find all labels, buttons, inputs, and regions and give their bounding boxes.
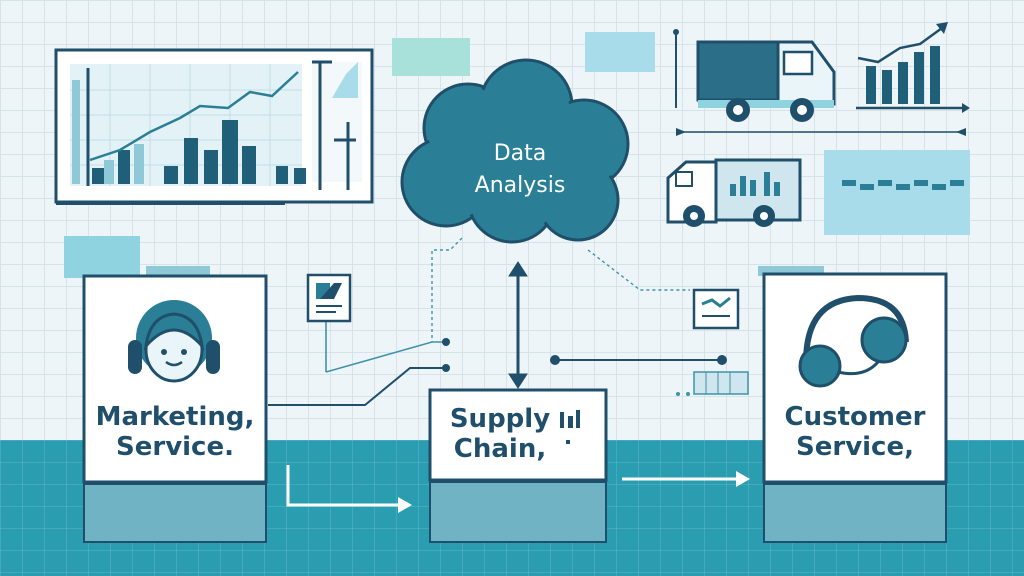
mini-chart-icon bbox=[692, 288, 740, 330]
supply-chain-card bbox=[428, 388, 608, 543]
server-rack-icon bbox=[676, 371, 749, 396]
flow-arrows bbox=[286, 465, 738, 507]
dashed-line-decoration bbox=[842, 180, 964, 190]
supply-chain-label-line1: Supply bbox=[449, 404, 551, 434]
delivery-truck-icon bbox=[696, 40, 836, 122]
customer-service-label-line2: Service, bbox=[796, 432, 914, 462]
supply-chain-label: Supply Chain, bbox=[430, 404, 570, 464]
dashboard-chart-icon bbox=[54, 48, 374, 205]
supply-chain-label-line2: Chain, bbox=[453, 434, 547, 464]
sticky-note bbox=[585, 32, 655, 72]
avatar-icon bbox=[128, 300, 220, 383]
headset-icon bbox=[798, 294, 909, 388]
delivery-truck-icon bbox=[666, 158, 802, 227]
sticky-note bbox=[392, 38, 470, 76]
data-analysis-label: Data Analysis bbox=[440, 138, 600, 202]
connector-lines bbox=[268, 32, 966, 406]
sticky-note bbox=[64, 236, 140, 278]
customer-service-label: Customer Service, bbox=[764, 402, 946, 462]
arrowheads bbox=[398, 471, 750, 513]
data-analysis-title-line1: Data bbox=[493, 141, 547, 166]
marketing-label: Marketing, Service. bbox=[84, 402, 266, 462]
document-icon bbox=[306, 273, 352, 323]
data-analysis-title-line2: Analysis bbox=[474, 173, 566, 198]
marketing-label-line2: Service. bbox=[116, 432, 234, 462]
marketing-label-line1: Marketing, bbox=[95, 402, 255, 432]
customer-service-label-line1: Customer bbox=[784, 402, 926, 432]
sticky-note bbox=[824, 150, 970, 235]
customer-service-card bbox=[758, 266, 948, 543]
bar-chart-icon bbox=[856, 22, 970, 113]
connector-dots bbox=[442, 29, 966, 372]
cloud-icon bbox=[400, 58, 630, 244]
